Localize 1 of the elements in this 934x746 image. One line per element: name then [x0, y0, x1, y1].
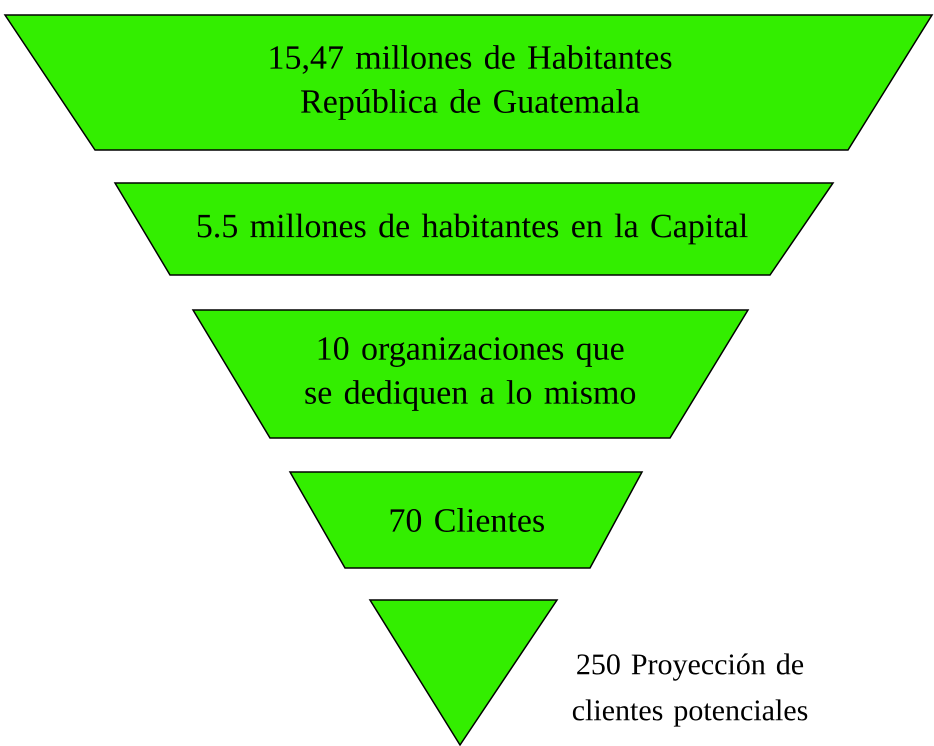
beside-text: 250 Proyección de clientes potenciales [572, 653, 808, 727]
